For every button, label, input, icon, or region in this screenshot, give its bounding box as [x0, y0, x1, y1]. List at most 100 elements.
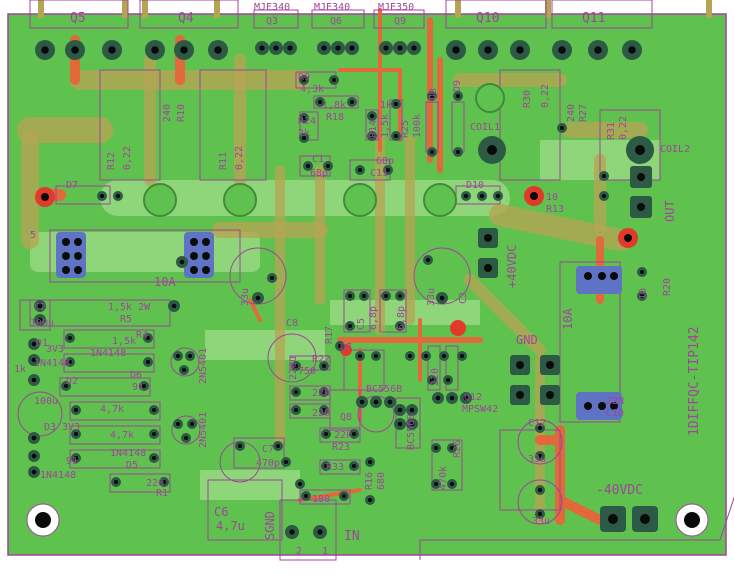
d2-label: D2	[66, 376, 78, 387]
r12-label: R12	[106, 152, 117, 170]
pad-drill-hole	[384, 294, 388, 298]
r10-label: R10	[176, 104, 187, 122]
pad-drill-hole	[151, 46, 159, 54]
pad-drill-hole	[306, 164, 310, 168]
c6-value: 4,7u	[216, 519, 245, 533]
pad-drill-hole	[68, 336, 72, 340]
fuse2-holder	[559, 261, 621, 423]
c2-label: C2	[34, 302, 46, 313]
pad-drill-hole	[324, 464, 328, 468]
d3-value: 3V3	[62, 422, 80, 433]
r24-value: 2k	[298, 128, 310, 139]
q11-body	[551, 0, 653, 29]
pad-drill-hole	[71, 46, 79, 54]
c1-value: 68p	[310, 168, 328, 179]
pad-drill-hole	[374, 354, 378, 358]
d5-label: D5	[126, 460, 138, 471]
r18-value: 1,8k	[322, 100, 346, 111]
pad-drill-hole	[358, 168, 362, 172]
q1-type: 2N5401	[198, 348, 209, 384]
c8-value: 220u	[288, 356, 299, 380]
c2-body	[19, 299, 51, 331]
pad-drill-hole	[538, 454, 542, 458]
pad-drill-hole	[348, 324, 352, 328]
pad-drill-hole	[68, 360, 72, 364]
c3-label: C3	[458, 292, 469, 304]
r6-value: 4,7k	[110, 430, 134, 441]
r26a-body	[445, 345, 459, 391]
input-label: IN	[344, 529, 360, 544]
bc556b-a-label: BC556B	[366, 384, 402, 395]
pad-drill-hole	[108, 46, 116, 54]
q2-type: 2N5401	[198, 412, 209, 448]
q3-type: MJE340	[254, 2, 290, 13]
pad-drill-hole	[324, 432, 328, 436]
r12-body	[99, 69, 161, 181]
r32-value: 220	[430, 368, 441, 386]
r1-suffix: 1k	[14, 364, 26, 375]
r-top-value: 1k	[380, 100, 392, 111]
pad-drill-hole	[322, 390, 326, 394]
r10-value: 240	[162, 104, 173, 122]
pad-drill-hole	[450, 482, 454, 486]
pad-drill-hole	[146, 360, 150, 364]
r19-value: 220	[312, 388, 330, 399]
d9-label: D9	[452, 80, 463, 92]
c9-value: 6,8p	[396, 306, 407, 330]
q9-label: Q9	[394, 16, 406, 27]
pad-drill-hole	[640, 270, 644, 274]
c7-label: C7	[262, 444, 274, 455]
pad-drill-hole	[179, 259, 185, 265]
c3-value: 33u	[426, 288, 437, 306]
pad-drill-hole	[602, 194, 606, 198]
pad-drill-hole	[100, 194, 104, 198]
pad-drill-hole	[190, 422, 194, 426]
q5-body	[29, 0, 129, 29]
c1-label: C1	[312, 154, 324, 165]
pad-drill-hole	[322, 364, 326, 368]
pad-drill-hole	[594, 46, 602, 54]
pad-drill-hole	[37, 303, 43, 309]
r20-value: 10	[638, 288, 649, 300]
pad-drill-hole	[398, 324, 402, 328]
pad-drill-hole	[184, 436, 188, 440]
r16-label: R16	[364, 472, 375, 490]
c9-body	[379, 289, 407, 333]
pad-drill-hole	[31, 377, 37, 383]
pad-drill-hole	[409, 421, 415, 427]
pad-drill-hole	[276, 444, 280, 448]
top-strips	[38, 0, 712, 18]
pad-drill-hole	[298, 482, 302, 486]
r32-body	[427, 345, 441, 391]
pad-drill-hole	[383, 45, 389, 51]
q11-label: Q11	[582, 11, 605, 26]
r30-value: 0,22	[540, 84, 551, 108]
c10-label: C10	[606, 408, 624, 419]
pad-drill-hole	[434, 482, 438, 486]
r2-value: 4,7k	[100, 404, 124, 415]
c12-value: 33u	[528, 454, 546, 465]
r25-label: R25	[400, 120, 411, 138]
pad-drill-hole	[484, 46, 492, 54]
pad-drill-hole	[463, 395, 469, 401]
pad-drill-hole	[538, 426, 542, 430]
pad-drill-hole	[259, 45, 265, 51]
q6-body	[311, 9, 365, 29]
pad-drill-hole	[430, 94, 434, 98]
r3-body	[59, 377, 151, 397]
pad-drill-hole	[214, 46, 222, 54]
r22-label: R22	[312, 354, 330, 365]
pad-drill-hole	[352, 464, 356, 468]
pad-drill-hole	[188, 354, 192, 358]
r33-body	[319, 459, 361, 475]
pad-drill-hole	[116, 194, 120, 198]
r26-value: 470k	[438, 466, 449, 490]
terminal-pads	[478, 166, 658, 532]
pad-drill-hole	[424, 354, 428, 358]
pad-drill-hole	[294, 408, 298, 412]
pad-drill-hole	[368, 460, 372, 464]
pad-drill-hole	[31, 469, 37, 475]
pad-drill-hole	[318, 100, 322, 104]
r18-label: R18	[326, 112, 344, 123]
